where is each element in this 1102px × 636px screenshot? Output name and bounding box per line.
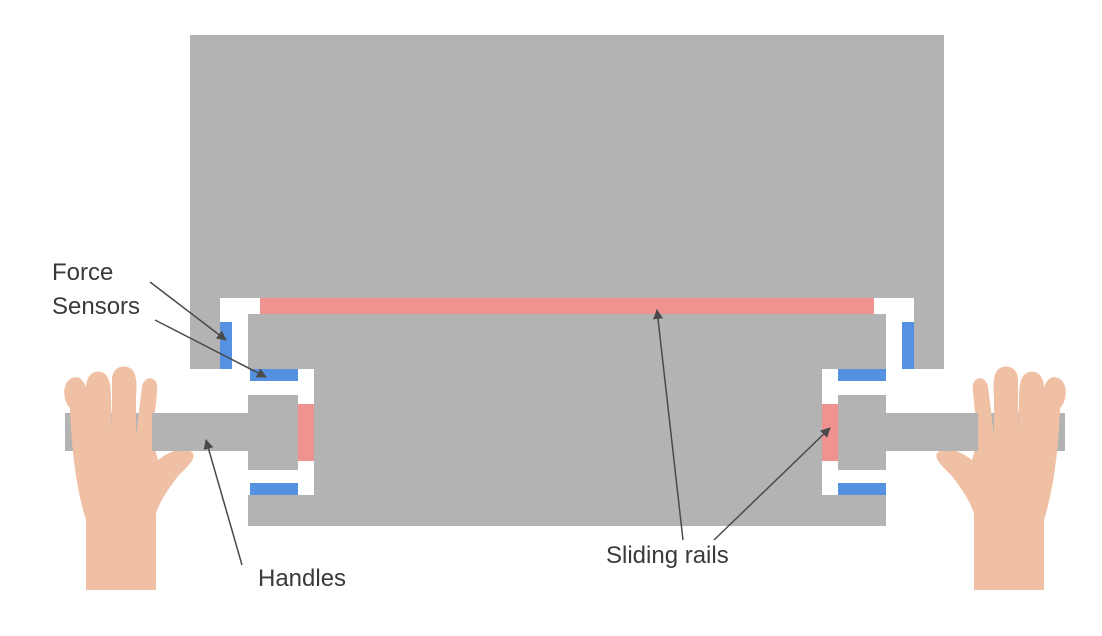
right-handle-bar-end [1060,413,1065,451]
left-handle-bar-end [65,413,70,451]
handles-label: Handles [258,565,346,592]
right-hand-icon [936,366,1066,590]
left-handle-bar-front [152,413,250,451]
handles-arrow [203,439,243,566]
top-sliding-rail [260,298,874,314]
lower-body [248,314,886,526]
right-handle-bar-front [884,413,978,451]
sliding-rails-arrow-1 [653,309,684,541]
left-upper-force-sensor [250,369,298,381]
left-sliding-rail [298,404,314,461]
right-upper-force-sensor [838,369,886,381]
left-handle-block [248,395,298,470]
force-sensors-arrow-1 [149,281,227,341]
right-top-force-sensor [902,322,914,369]
force-sensors-label-line1: Force [52,259,113,286]
left-top-force-sensor [220,322,232,369]
sliding-rails-label: Sliding rails [606,542,729,569]
left-hand-icon [64,366,194,590]
sliding-rails-arrow-2 [713,427,831,541]
force-sensors-label-line2: Sensors [52,293,140,320]
right-lower-force-sensor [838,483,886,495]
left-lower-force-sensor [250,483,298,495]
right-handle-block [838,395,886,470]
force-sensors-arrow-2 [154,319,267,378]
